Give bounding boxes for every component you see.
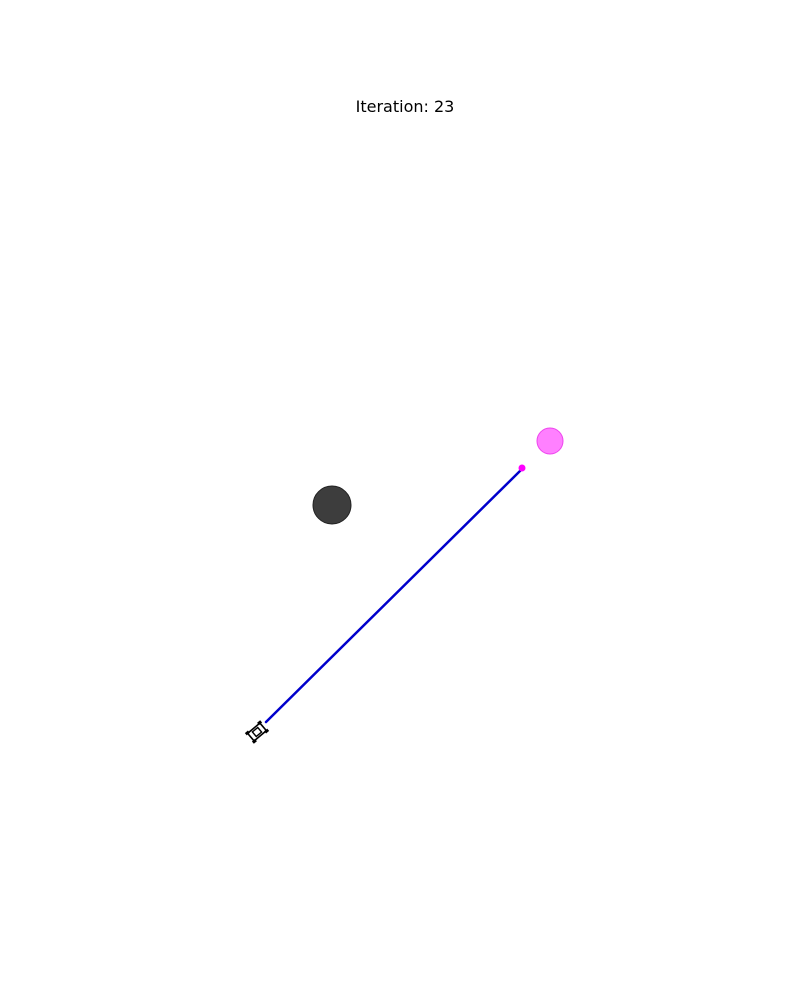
obstacle-circle: [312, 485, 352, 525]
path-endpoint-dot: [518, 464, 526, 472]
path-line: [264, 467, 524, 724]
target-circle: [536, 427, 564, 455]
iteration-label: Iteration: 23: [356, 97, 455, 116]
robot-icon: [244, 720, 270, 744]
